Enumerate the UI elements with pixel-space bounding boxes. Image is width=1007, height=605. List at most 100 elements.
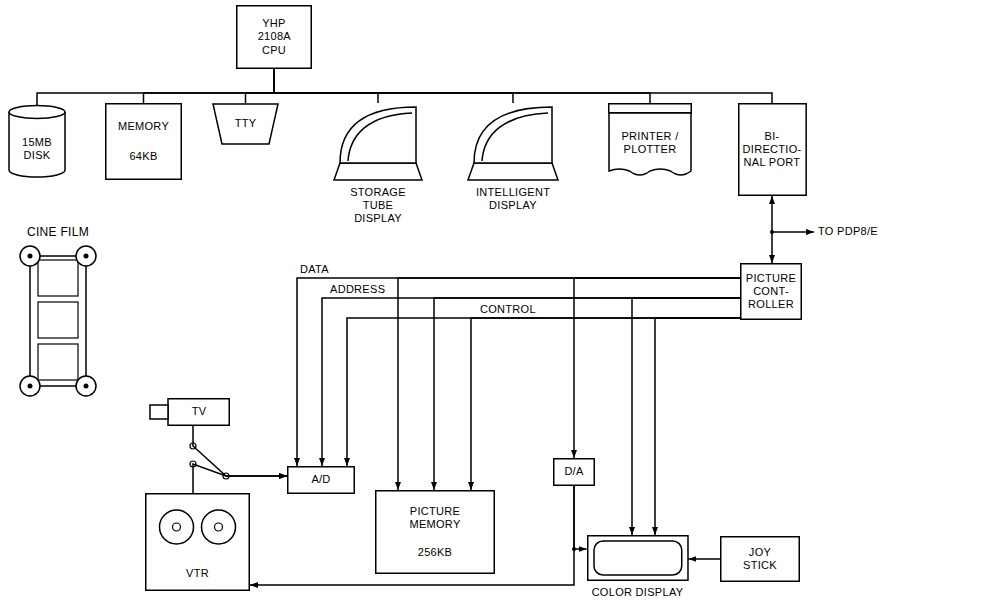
film-frame <box>38 302 78 338</box>
box-outline <box>721 537 800 582</box>
node-label: BI- DIRECTIO- NAL PORT <box>743 130 802 170</box>
intelligent-display: INTELLIGENT DISPLAY <box>466 103 560 215</box>
paper-sheet <box>609 113 691 175</box>
shape-outline <box>466 103 560 181</box>
screen-curve <box>348 113 412 161</box>
connector-line <box>274 69 378 103</box>
shape-outline <box>148 398 230 426</box>
color-monitor: COLOR DISPLAY <box>587 535 689 603</box>
text-area: INTELLIGENT DISPLAY <box>466 183 560 215</box>
bus-name: DATA <box>300 263 329 276</box>
box-outline <box>288 467 355 494</box>
text-area: PICTURE MEMORY256KB <box>375 490 495 574</box>
connector-line <box>632 298 740 535</box>
node-label: 64KB <box>129 150 157 163</box>
connector-line <box>297 278 740 466</box>
reel-hub <box>84 254 89 259</box>
text-area: VTR <box>145 561 250 587</box>
connector-line <box>144 69 275 103</box>
crt-screen <box>474 107 552 163</box>
controller-box: PICTURE CONT- ROLLER <box>740 263 802 320</box>
node-label: MEMORY <box>118 120 169 133</box>
cpu-box: YHP 2108A CPU <box>236 5 312 69</box>
connector-line <box>347 318 740 466</box>
box-outline <box>237 6 312 69</box>
text-area: CINE FILM <box>12 222 104 242</box>
crt-screen <box>340 107 416 163</box>
film-frame <box>38 344 78 380</box>
vtr-deck: VTR <box>145 493 250 591</box>
connector-line <box>471 318 740 490</box>
reel-hub <box>84 384 89 389</box>
converter-box: D/A <box>553 458 595 486</box>
shape-outline <box>105 103 182 180</box>
shape-outline <box>587 535 689 581</box>
film-reel <box>76 376 96 396</box>
console-base <box>334 163 422 180</box>
connector-line <box>688 558 720 560</box>
cylinder-body <box>9 112 65 177</box>
box-outline <box>741 264 802 320</box>
node-label: TTY <box>235 117 257 130</box>
text-area: PRINTER / PLOTTER <box>608 115 692 171</box>
printer-plotter: PRINTER / PLOTTER <box>608 103 692 177</box>
shape-outline <box>375 490 495 574</box>
vtr-case <box>146 494 250 591</box>
port-note: TO PDP8/E <box>818 225 878 238</box>
box-outline <box>106 104 182 180</box>
memory-box: MEMORY 64KB <box>105 103 182 180</box>
paper-feed <box>609 104 692 113</box>
node-label: COLOR DISPLAY <box>592 586 684 599</box>
text-area: TTY <box>212 103 279 145</box>
bus-name: CONTROL <box>480 303 536 316</box>
connector-line <box>274 69 513 103</box>
text-area: BI- DIRECTIO- NAL PORT <box>738 103 807 196</box>
reel-hub <box>28 254 33 259</box>
connector-line <box>193 464 287 493</box>
bus-name: ADDRESS <box>330 283 385 296</box>
joystick-box: JOY STICK <box>720 536 800 582</box>
reel-hub <box>215 523 223 531</box>
connector-line <box>771 196 773 263</box>
disk-cylinder: 15MB DISK <box>8 105 66 177</box>
connector-line <box>37 69 274 105</box>
tape-reel <box>202 510 236 544</box>
connector-line <box>274 69 650 103</box>
converter-box: A/D <box>287 466 355 494</box>
text-area: COLOR DISPLAY <box>587 583 689 602</box>
shape-outline <box>332 103 424 181</box>
storage-tube-display: STORAGE TUBE DISPLAY <box>332 103 424 229</box>
box-outline <box>376 491 495 574</box>
monitor-screen <box>594 541 682 575</box>
pdp-link-line <box>772 231 814 233</box>
shape-outline <box>12 244 104 398</box>
connector-line <box>246 69 275 103</box>
text-area: D/A <box>553 458 595 486</box>
node-label: D/A <box>564 465 583 478</box>
reel-hub <box>28 384 33 389</box>
trapezoid-outline <box>213 104 278 144</box>
node-label: 15MB DISK <box>22 136 52 162</box>
box-outline <box>554 459 595 486</box>
node-label: STORAGE TUBE DISPLAY <box>350 186 406 226</box>
text-area: TV <box>168 398 230 426</box>
camera-body <box>168 399 229 426</box>
node-label: PICTURE MEMORY <box>409 505 460 531</box>
node-label: YHP 2108A CPU <box>258 17 291 57</box>
text-area: PICTURE CONT- ROLLER <box>740 263 802 320</box>
film-reel <box>76 246 96 266</box>
text-area: MEMORY 64KB <box>105 103 182 180</box>
picture-memory-box: PICTURE MEMORY256KB <box>375 490 495 574</box>
connector-line <box>274 69 772 103</box>
text-area: YHP 2108A CPU <box>236 5 312 69</box>
text-area: 15MB DISK <box>8 121 66 177</box>
connector-line <box>574 486 587 549</box>
box-outline <box>738 104 805 196</box>
node-label: INTELLIGENT DISPLAY <box>476 186 550 212</box>
node-label: PICTURE CONT- ROLLER <box>746 272 796 312</box>
film-strip <box>30 256 86 386</box>
film-frame <box>38 260 78 296</box>
monitor-case <box>587 536 687 581</box>
tv-camera: TV <box>148 398 230 426</box>
